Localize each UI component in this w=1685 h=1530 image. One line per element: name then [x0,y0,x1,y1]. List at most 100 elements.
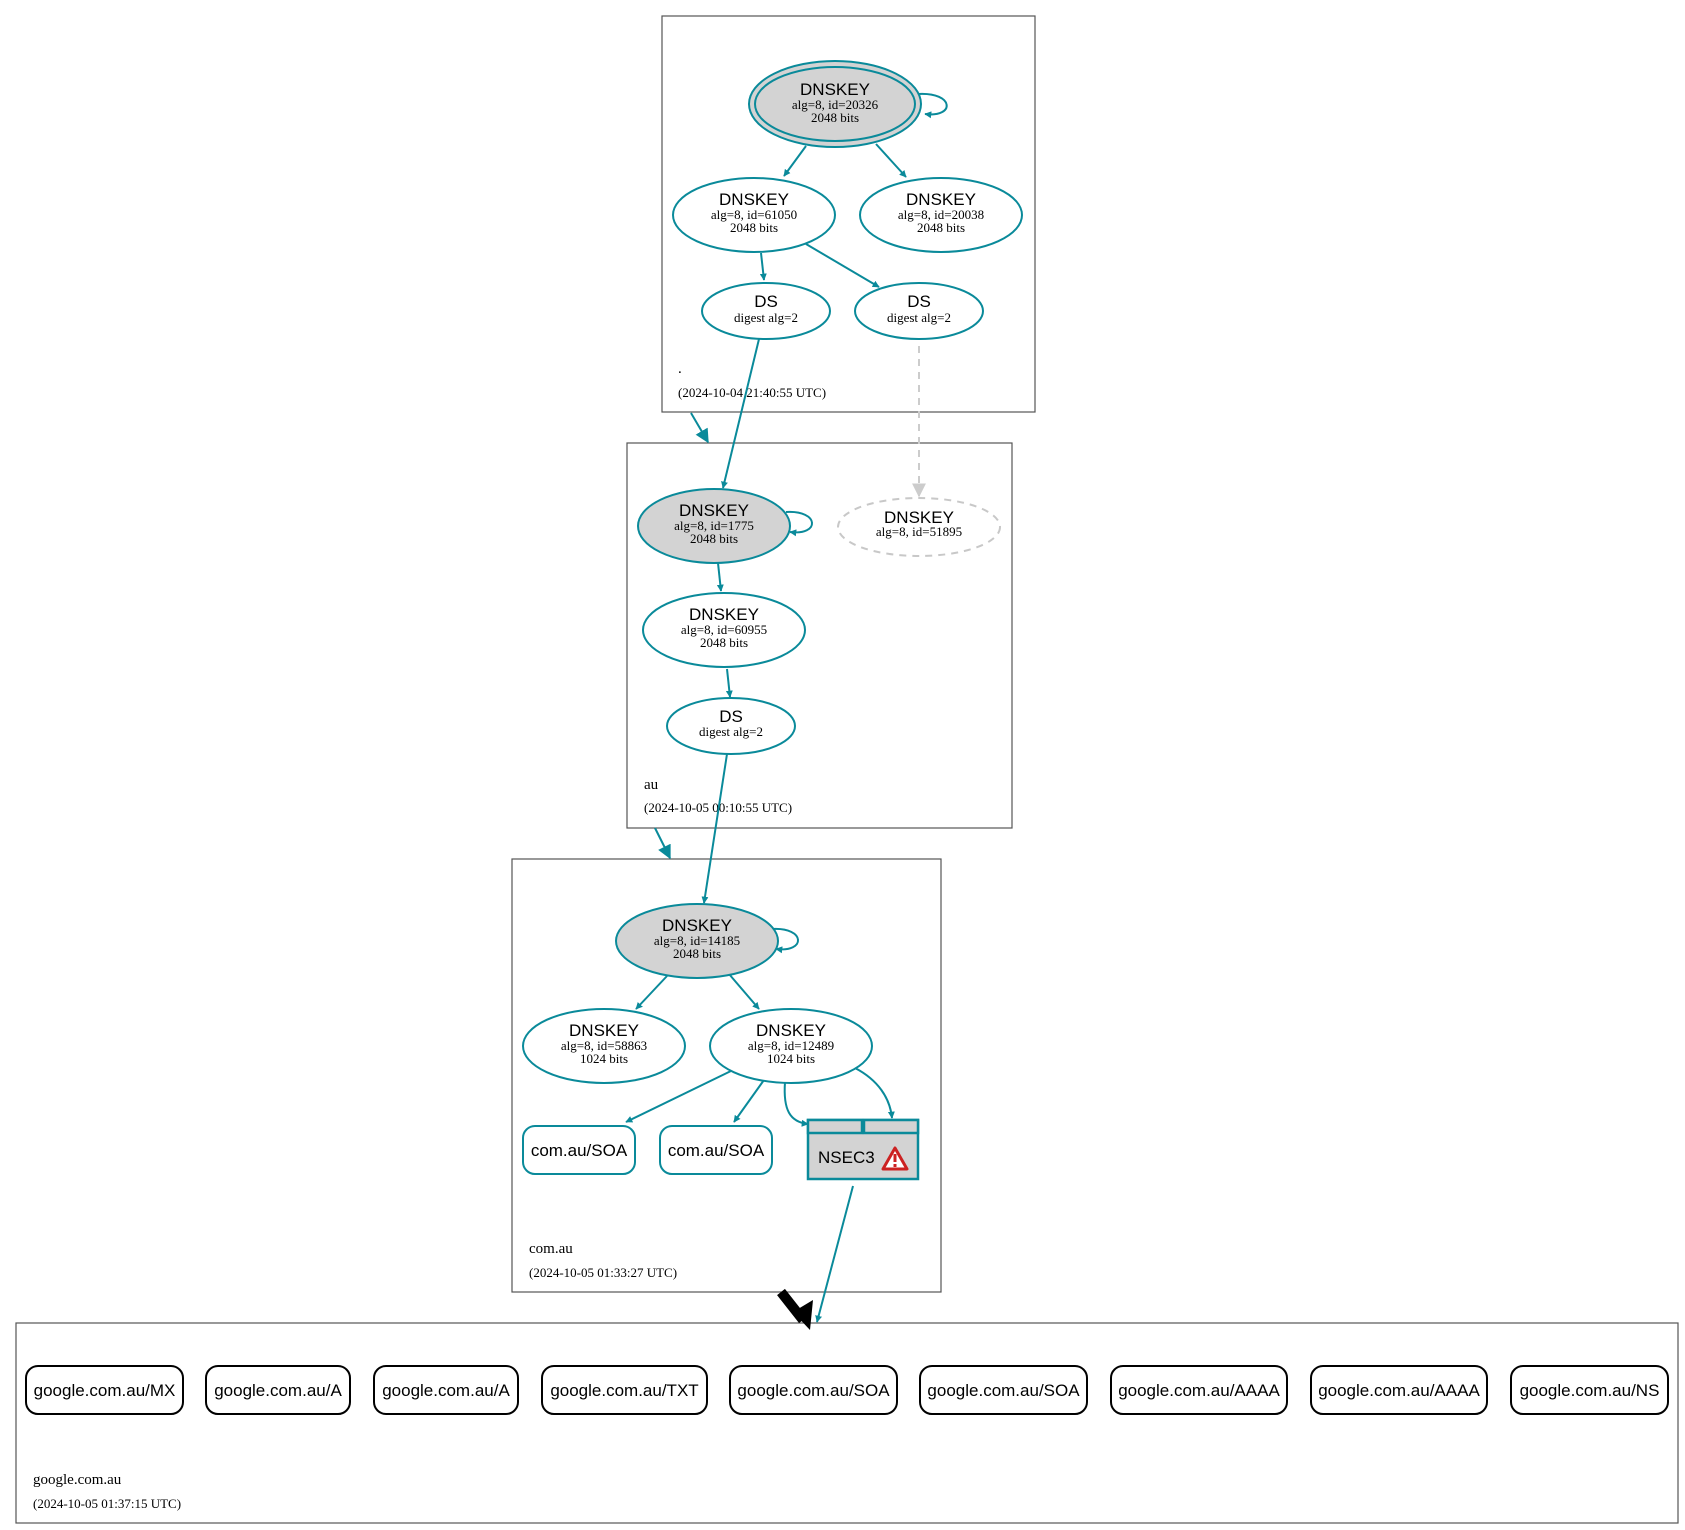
node-title: DNSKEY [906,190,976,209]
node-title: DS [907,292,931,311]
node-title: DS [719,707,743,726]
zone-name: . [678,361,682,377]
node-detail: 2048 bits [730,220,778,235]
rrset-node-google[interactable]: google.com.au/A [205,1365,351,1415]
edge-root-zsk1-ds1 [759,252,767,281]
delegation-au-comau [654,827,671,860]
edge-root-zsk1-ds2 [805,243,880,288]
zone-timestamp: (2024-10-05 01:37:15 UTC) [33,1496,181,1511]
zone-timestamp: (2024-10-05 01:33:27 UTC) [529,1265,677,1280]
node-title: DNSKEY [689,605,759,624]
zone-name: au [644,777,659,793]
node-detail: alg=8, id=60955 [681,622,767,637]
rrset-node-google[interactable]: google.com.au/SOA [919,1365,1088,1415]
dnskey-node-root-zsk2[interactable]: DNSKEY alg=8, id=20038 2048 bits [859,177,1023,253]
edge-root-ksk-zsk1 [783,145,807,177]
zone-google: google.com.au (2024-10-05 01:37:15 UTC) [15,1322,1679,1524]
dnskey-node-au-ksk[interactable]: DNSKEY alg=8, id=1775 2048 bits [637,488,791,564]
node-detail: alg=8, id=61050 [711,207,797,222]
edge-comau-zsk2-soa2 [733,1079,765,1123]
dnskey-node-au-zsk[interactable]: DNSKEY alg=8, id=60955 2048 bits [642,592,806,668]
node-detail: 2048 bits [673,946,721,961]
node-detail: alg=8, id=14185 [654,933,740,948]
node-title: DNSKEY [569,1021,639,1040]
node-detail: 2048 bits [690,531,738,546]
node-detail: 1024 bits [580,1051,628,1066]
zone-name: google.com.au [33,1472,122,1488]
nodes: DNSKEY alg=8, id=20326 2048 bits DNSKEY … [522,60,1023,1181]
rrset-label: google.com.au/AAAA [1118,1381,1280,1400]
node-detail: alg=8, id=1775 [674,518,754,533]
edge-comau-zsk2-soa1 [625,1069,734,1123]
node-title: DNSKEY [756,1021,826,1040]
edge-comau-ksk-zsk1 [635,975,668,1010]
node-title: DNSKEY [800,80,870,99]
records-row: google.com.au/MX google.com.au/A google.co… [25,1365,1669,1415]
rrset-node-google[interactable]: google.com.au/AAAA [1310,1365,1488,1415]
dnskey-node-comau-zsk2[interactable]: DNSKEY alg=8, id=12489 1024 bits [709,1008,873,1084]
edge-comau-zsk2-nsec3-right [854,1067,895,1119]
node-detail: alg=8, id=12489 [748,1038,834,1053]
delegation-arrowhead [793,1300,813,1330]
node-detail: digest alg=2 [699,724,763,739]
rrset-node-google[interactable]: google.com.au/NS [1510,1365,1669,1415]
rrset-label: google.com.au/TXT [550,1381,698,1400]
edge-comau-ksk-zsk2 [728,973,760,1010]
edge-comau-zsk2-nsec3-left [783,1081,809,1127]
node-detail: 2048 bits [700,635,748,650]
zone-timestamp: (2024-10-04 21:40:55 UTC) [678,385,826,400]
node-title: DNSKEY [679,501,749,520]
edge-self-au-ksk [785,510,813,537]
edge-root-ds1-au-ksk [721,338,760,489]
rrset-label: google.com.au/A [214,1381,342,1400]
rrset-label: google.com.au/MX [34,1381,176,1400]
ds-node-root-1[interactable]: DS digest alg=2 [701,282,831,340]
ds-node-au[interactable]: DS digest alg=2 [666,697,796,755]
edge-au-ds-comau-ksk [701,753,728,904]
rrset-label: google.com.au/AAAA [1318,1381,1480,1400]
node-title: DNSKEY [884,508,954,527]
edge-root-ksk-zsk2 [875,143,907,178]
rrset-label: com.au/SOA [668,1141,765,1160]
rrset-label: google.com.au/A [382,1381,510,1400]
rrset-node-google[interactable]: google.com.au/TXT [541,1365,708,1415]
node-detail: alg=8, id=20038 [898,207,984,222]
edges [625,92,948,1330]
edge-self-comau-ksk [771,927,799,954]
edge-au-zsk-ds [725,668,733,698]
rrset-node-google[interactable]: google.com.au/MX [25,1365,184,1415]
rrset-node-comau-soa-1[interactable]: com.au/SOA [522,1125,636,1175]
edge-au-ksk-zsk [716,562,724,592]
nsec3-node[interactable]: NSEC3 [806,1118,920,1181]
rrset-node-google[interactable]: google.com.au/A [373,1365,519,1415]
node-detail: alg=8, id=51895 [876,524,962,539]
delegation-root-au [690,412,709,444]
zone-name: com.au [529,1241,573,1257]
rrset-label: com.au/SOA [531,1141,628,1160]
dnskey-node-au-missing[interactable]: DNSKEY alg=8, id=51895 [837,497,1001,557]
node-detail: alg=8, id=58863 [561,1038,647,1053]
node-title: DNSKEY [719,190,789,209]
node-detail: 2048 bits [917,220,965,235]
rrset-node-google[interactable]: google.com.au/SOA [729,1365,898,1415]
dnskey-node-root-ksk[interactable]: DNSKEY alg=8, id=20326 2048 bits [748,60,922,148]
node-title: DNSKEY [662,916,732,935]
dnskey-node-comau-ksk[interactable]: DNSKEY alg=8, id=14185 2048 bits [615,903,779,979]
edge-nsec3-google [815,1185,854,1323]
ds-node-root-2[interactable]: DS digest alg=2 [854,282,984,340]
node-detail: digest alg=2 [734,310,798,325]
rrset-label: google.com.au/SOA [737,1381,890,1400]
rrset-node-google[interactable]: google.com.au/AAAA [1110,1365,1288,1415]
nsec3-label: NSEC3 [818,1148,875,1167]
edge-self-root-ksk [917,92,948,119]
node-detail: 1024 bits [767,1051,815,1066]
rrset-label: google.com.au/SOA [927,1381,1080,1400]
dnskey-node-comau-zsk1[interactable]: DNSKEY alg=8, id=58863 1024 bits [522,1008,686,1084]
node-detail: alg=8, id=20326 [792,97,879,112]
dnskey-node-root-zsk1[interactable]: DNSKEY alg=8, id=61050 2048 bits [672,177,836,253]
rrset-node-comau-soa-2[interactable]: com.au/SOA [659,1125,773,1175]
node-detail: 2048 bits [811,110,859,125]
rrset-label: google.com.au/NS [1520,1381,1660,1400]
node-detail: digest alg=2 [887,310,951,325]
